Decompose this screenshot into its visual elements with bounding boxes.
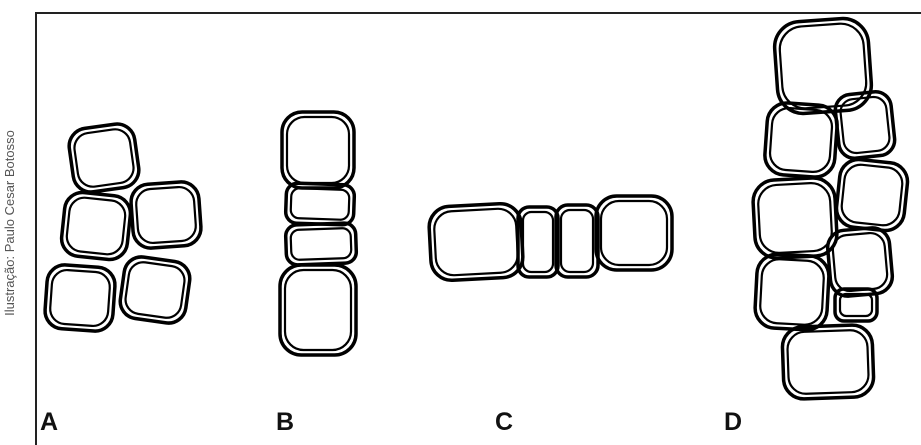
panel-b-cells — [278, 110, 359, 357]
cell — [118, 255, 192, 325]
cell — [594, 194, 674, 272]
panel-label-d: D — [724, 408, 743, 436]
cell — [283, 181, 357, 227]
cell — [763, 101, 839, 179]
cell — [278, 263, 358, 357]
cell — [833, 287, 879, 323]
cell — [59, 190, 133, 262]
cell — [283, 221, 359, 267]
panel-label-b: B — [276, 408, 295, 436]
panel-label-a: A — [40, 408, 59, 436]
cell — [129, 180, 203, 250]
cell — [751, 176, 839, 260]
panel-d-cells — [751, 16, 910, 401]
cell — [43, 263, 117, 333]
cell — [772, 16, 874, 116]
panel-label-c: C — [495, 408, 514, 436]
cell — [833, 90, 897, 160]
cell — [280, 110, 356, 190]
cell — [834, 157, 910, 233]
cell — [516, 205, 560, 279]
panel-c-cells — [427, 194, 674, 283]
figure-frame — [35, 12, 921, 445]
cell — [554, 203, 600, 279]
cell — [67, 122, 141, 194]
cell — [753, 252, 831, 332]
cell — [780, 323, 876, 401]
panel-a-cells — [43, 122, 203, 333]
cell — [427, 201, 525, 283]
